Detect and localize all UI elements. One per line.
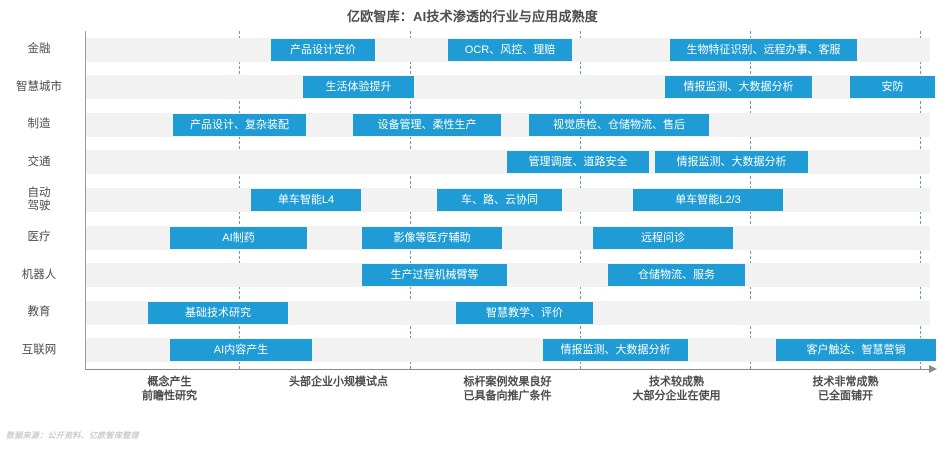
x-axis-category-line: 头部企业小规模试点 (289, 376, 388, 388)
x-axis-line (85, 369, 930, 370)
bar-segment[interactable]: 基础技术研究 (148, 301, 288, 324)
bar-segment[interactable]: 产品设计定价 (271, 38, 375, 61)
row-label-line: 教育 (27, 306, 51, 319)
row-label-line: 医疗 (27, 231, 51, 244)
bar-segment[interactable]: AI内容产生 (170, 339, 312, 362)
row-label-教育: 教育 (0, 306, 78, 319)
bar-segment[interactable]: 生活体验提升 (303, 76, 414, 99)
bar-segment[interactable]: 产品设计、复杂装配 (173, 113, 306, 136)
row-label-机器人: 机器人 (0, 269, 78, 282)
row-label-医疗: 医疗 (0, 231, 78, 244)
y-axis-line (85, 31, 86, 369)
row-label-line: 自动 (27, 187, 51, 199)
bar-segment[interactable]: 远程问诊 (593, 226, 733, 249)
x-axis-category-line: 概念产生 (147, 376, 192, 388)
x-axis-category-line: 前瞻性研究 (142, 390, 197, 402)
row-label-自动驾驶: 自动驾驶 (0, 187, 78, 213)
row-label-line: 制造 (27, 118, 51, 131)
bar-segment[interactable]: 设备管理、柔性生产 (353, 113, 501, 136)
bar-segment[interactable]: 单车智能L4 (251, 189, 361, 211)
x-axis-category-2: 头部企业小规模试点 (254, 375, 423, 389)
bar-segment[interactable]: 管理调度、道路安全 (507, 151, 649, 174)
bar-segment[interactable]: 情报监测、大数据分析 (655, 151, 808, 174)
source-note: 数据来源：公开资料、亿欧智库整理 (6, 431, 139, 440)
bar-segment[interactable]: 视觉质检、仓储物流、售后 (529, 113, 709, 136)
bar-segment[interactable]: OCR、风控、理赔 (448, 38, 572, 61)
row-label-制造: 制造 (0, 118, 78, 131)
row-label-line: 驾驶 (27, 200, 51, 212)
x-axis-category-3: 标杆案例效果良好已具备向推广条件 (423, 375, 592, 403)
x-axis-category-line: 标杆案例效果良好 (463, 376, 552, 388)
bar-segment[interactable]: 影像等医疗辅助 (362, 226, 502, 249)
row-label-line: 机器人 (21, 268, 57, 281)
bar-segment[interactable]: AI制药 (170, 226, 307, 249)
x-axis-category-line: 技术较成熟 (649, 376, 704, 388)
bar-segment[interactable]: 安防 (850, 76, 935, 99)
bar-segment[interactable]: 生物特征识别、远程办事、客服 (670, 38, 857, 61)
x-axis-category-line: 技术非常成熟 (812, 376, 879, 388)
row-label-交通: 交通 (0, 156, 78, 169)
row-label-智慧城市: 智慧城市 (0, 81, 78, 94)
row-label-金融: 金融 (0, 43, 78, 56)
x-axis-category-line: 已全面铺开 (818, 390, 873, 402)
x-axis-category-line: 大部分企业在使用 (632, 390, 721, 402)
row-label-line: 互联网 (21, 343, 57, 356)
bar-segment[interactable]: 车、路、云协同 (437, 189, 562, 211)
row-label-互联网: 互联网 (0, 344, 78, 357)
row-label-line: 交通 (27, 155, 51, 168)
bar-segment[interactable]: 情报监测、大数据分析 (543, 339, 688, 362)
bar-segment[interactable]: 仓储物流、服务 (608, 264, 745, 287)
bar-segment[interactable]: 客户触达、智慧营销 (776, 339, 936, 362)
x-axis-category-5: 技术非常成熟已全面铺开 (761, 375, 930, 403)
page-title: 亿欧智库：AI技术渗透的行业与应用成熟度 (346, 9, 598, 24)
x-axis-category-4: 技术较成熟大部分企业在使用 (592, 375, 761, 403)
bar-segment[interactable]: 情报监测、大数据分析 (665, 76, 812, 99)
x-axis-category-line: 已具备向推广条件 (463, 390, 552, 402)
row-band (85, 263, 930, 288)
row-label-line: 金融 (27, 43, 51, 56)
bar-segment[interactable]: 生产过程机械臂等 (362, 264, 507, 287)
bar-segment[interactable]: 智慧教学、评价 (456, 301, 593, 324)
x-axis-category-1: 概念产生前瞻性研究 (85, 375, 254, 403)
bar-segment[interactable]: 单车智能L2/3 (633, 189, 783, 211)
row-label-line: 智慧城市 (16, 80, 62, 93)
x-axis-arrow-icon (929, 365, 937, 373)
